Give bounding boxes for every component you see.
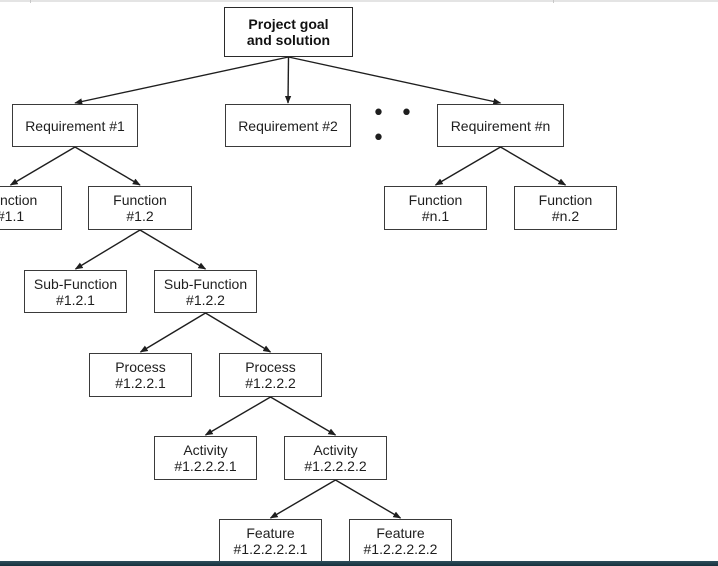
connector-arrow-req1-f11 xyxy=(9,146,76,186)
window-bottom-bar xyxy=(0,561,718,566)
node-line: #1.2 xyxy=(126,208,154,224)
window-top-edge xyxy=(0,0,718,2)
ellipsis: • • • xyxy=(372,101,417,151)
connector-arrow-a12222-ft2 xyxy=(335,479,402,519)
connector-arrow-reqn-fn2 xyxy=(500,146,567,186)
node-line: Function xyxy=(0,192,38,208)
node-line: #1.2.1 xyxy=(56,291,95,308)
node-line: Project goal xyxy=(248,16,329,32)
node-line: Sub-Function xyxy=(33,275,118,292)
node-line: Activity xyxy=(313,442,358,458)
node-function-n-1: Function #n.1 xyxy=(384,186,487,230)
node-feature-1-2-2-2-2-2: Feature #1.2.2.2.2.2 xyxy=(349,519,452,563)
node-line: Sub-Function xyxy=(163,275,248,292)
node-line: Requirement #n xyxy=(450,117,551,134)
node-line: #1.2.2.2 xyxy=(245,375,296,391)
node-project-goal: Project goal and solution xyxy=(224,7,353,57)
connector-arrow-root-req1 xyxy=(74,56,289,105)
node-line: Process xyxy=(245,359,296,375)
node-requirement-n: Requirement #n xyxy=(437,104,564,147)
node-line: Process xyxy=(115,359,166,375)
node-process-1-2-2-2: Process #1.2.2.2 xyxy=(219,353,322,397)
node-requirement-1: Requirement #1 xyxy=(12,104,138,147)
node-line: Function xyxy=(538,192,593,208)
node-process-1-2-2-1: Process #1.2.2.1 xyxy=(89,353,192,397)
connector-arrow-root-reqn xyxy=(288,56,502,105)
node-line: Function xyxy=(113,192,167,208)
node-line: #1.2.2.1 xyxy=(115,375,166,391)
node-line: #1.1 xyxy=(0,208,25,224)
connector-arrow-root-req2 xyxy=(284,56,292,104)
node-line: #1.2.2.2.2.2 xyxy=(363,541,438,557)
node-activity-1-2-2-2-1: Activity #1.2.2.2.1 xyxy=(154,436,257,480)
node-line: #1.2.2.2.1 xyxy=(174,458,237,474)
node-sub-function-1-2-1: Sub-Function #1.2.1 xyxy=(24,270,127,313)
node-function-n-2: Function #n.2 xyxy=(514,186,617,230)
node-line: Function xyxy=(408,192,463,208)
node-activity-1-2-2-2-2: Activity #1.2.2.2.2 xyxy=(284,436,387,480)
node-line: Feature xyxy=(246,525,295,541)
node-line: Requirement #2 xyxy=(238,117,338,134)
node-line: #1.2.2.2.2 xyxy=(304,458,367,474)
connector-arrow-f12-sf122 xyxy=(139,229,207,270)
connector-arrow-p1222-a12222 xyxy=(270,396,337,436)
connector-arrow-p1222-a12221 xyxy=(204,396,271,436)
node-line: Feature xyxy=(376,525,425,541)
node-line: #n.1 xyxy=(421,208,450,224)
node-sub-function-1-2-2: Sub-Function #1.2.2 xyxy=(154,270,257,313)
connector-arrow-req1-f12 xyxy=(74,146,141,186)
node-function-1-1: Function #1.1 xyxy=(0,186,62,230)
connector-arrow-reqn-fn1 xyxy=(434,146,501,186)
node-line: and solution xyxy=(246,32,331,48)
node-line: #1.2.2 xyxy=(186,291,225,308)
node-line: Activity xyxy=(183,442,228,458)
connector-arrow-f12-sf121 xyxy=(74,229,141,270)
top-edge-tick xyxy=(30,0,31,3)
node-feature-1-2-2-2-2-1: Feature #1.2.2.2.2.1 xyxy=(219,519,322,563)
connector-arrow-a12222-ft1 xyxy=(269,479,336,519)
top-edge-tick xyxy=(553,0,554,3)
node-requirement-2: Requirement #2 xyxy=(225,104,351,147)
connector-arrow-sf122-p1222 xyxy=(205,312,272,353)
node-line: #n.2 xyxy=(551,208,580,224)
node-line: #1.2.2.2.2.1 xyxy=(233,541,308,557)
connector-arrow-sf122-p1221 xyxy=(139,312,206,353)
node-line: Requirement #1 xyxy=(25,117,125,134)
node-function-1-2: Function #1.2 xyxy=(88,186,192,230)
